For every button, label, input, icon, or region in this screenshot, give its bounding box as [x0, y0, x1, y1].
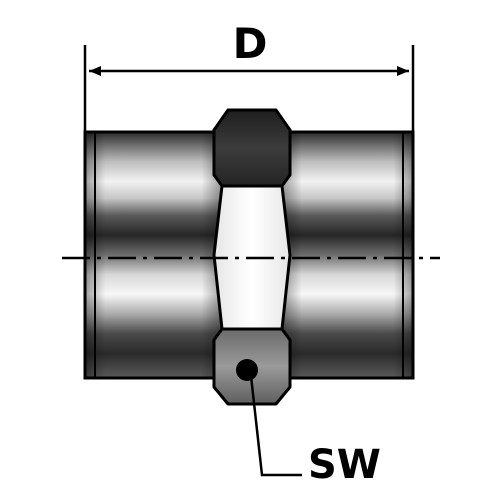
hex-nut-top-face — [212, 108, 292, 188]
coupling-end-shade-left — [85, 132, 222, 378]
dimension-label-d: D — [233, 19, 268, 68]
wrench-size-leader-line — [249, 375, 302, 477]
wrench-size-label-sw: SW — [308, 442, 381, 488]
coupling-end-shade-right — [282, 132, 413, 378]
wrench-size-marker-dot — [236, 359, 258, 381]
